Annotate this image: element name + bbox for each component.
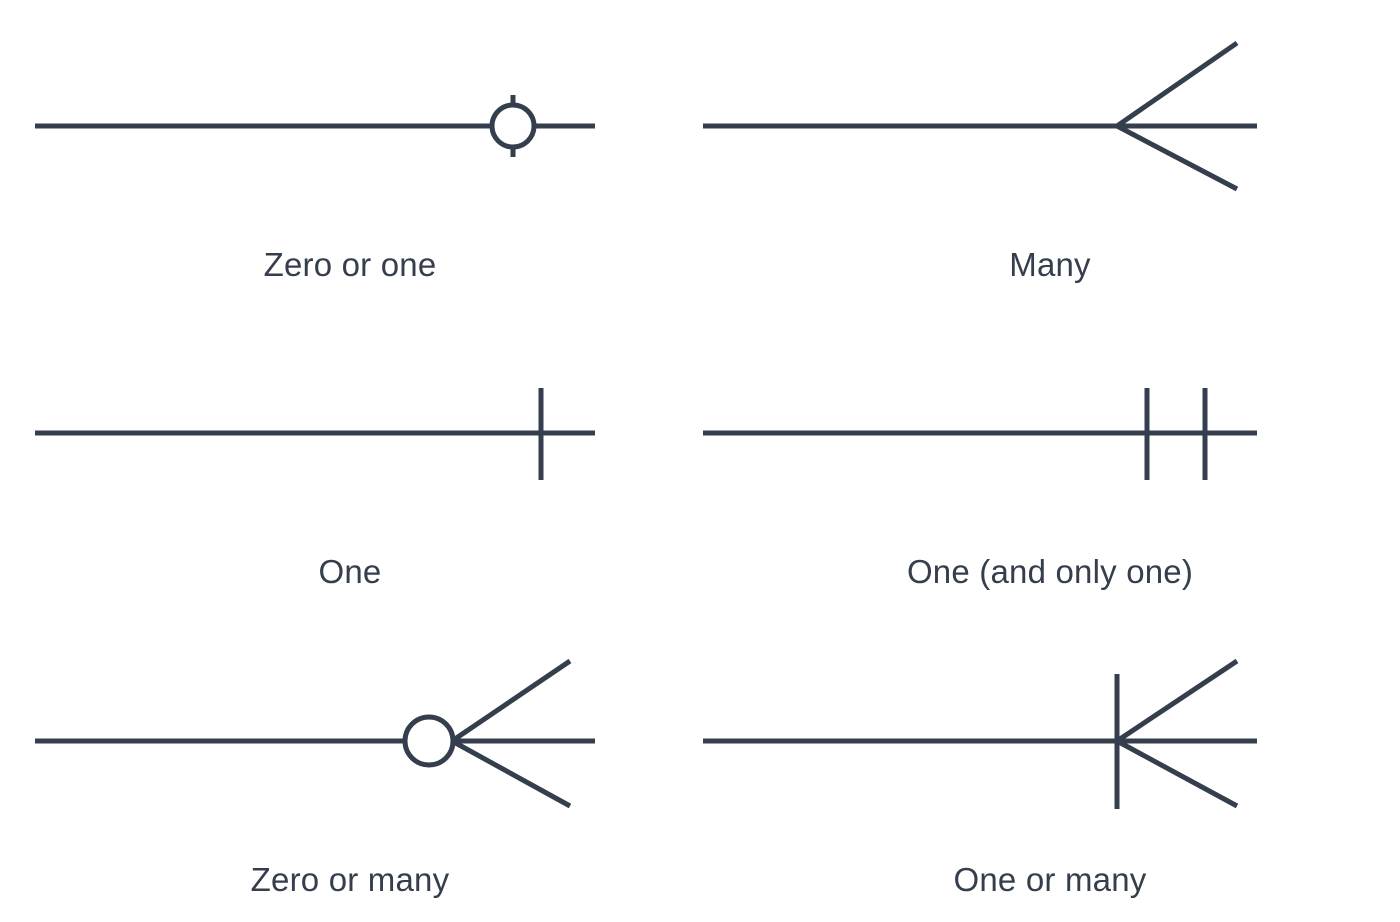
symbol-one: [0, 333, 700, 533]
notation-cell-one: One: [0, 307, 700, 614]
crows-foot-lower-prong: [450, 738, 572, 808]
crows-foot-upper-prong: [1115, 40, 1239, 129]
notation-label-zero-or-one: Zero or one: [263, 246, 437, 283]
notation-label-one: One: [318, 553, 382, 590]
notation-label-many: Many: [1009, 246, 1091, 283]
notation-label-one-and-only-one: One (and only one): [906, 553, 1194, 590]
symbol-one-and-only-one: [700, 333, 1400, 533]
zero-circle-icon: [402, 714, 456, 767]
crows-foot-lower-prong: [1115, 123, 1239, 192]
crows-foot-upper-prong: [1115, 658, 1239, 743]
notation-cell-one-and-only-one: One (and only one): [700, 307, 1400, 614]
symbol-zero-or-one: [0, 26, 700, 226]
symbol-one-or-many: [700, 641, 1400, 841]
notation-cell-many: Many: [700, 0, 1400, 307]
notation-label-one-or-many: One or many: [953, 860, 1147, 898]
crows-foot-lower-prong: [1115, 738, 1239, 808]
symbol-zero-or-many: [0, 641, 700, 841]
notation-cell-one-or-many: One or many: [700, 614, 1400, 922]
notation-cell-zero-or-one: Zero or one: [0, 0, 700, 307]
notation-label-zero-or-many: Zero or many: [250, 860, 450, 898]
symbol-many: [700, 26, 1400, 226]
crows-foot-upper-prong: [450, 658, 572, 743]
notation-cell-zero-or-many: Zero or many: [0, 614, 700, 922]
zero-circle-icon: [489, 102, 537, 150]
